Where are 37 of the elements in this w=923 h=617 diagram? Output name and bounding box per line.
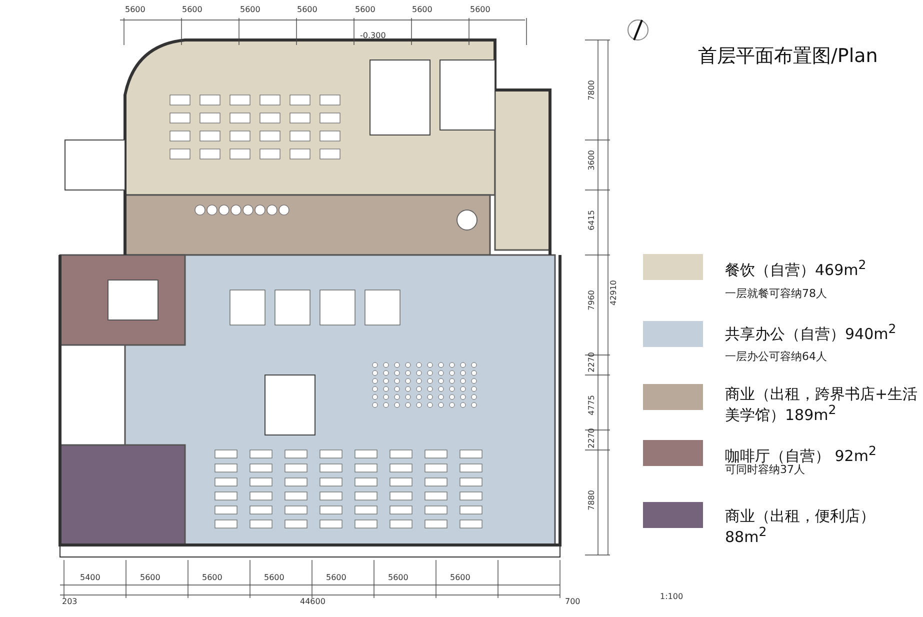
dimension-value: 7880: [588, 490, 597, 510]
dimension-value: 2270: [588, 352, 597, 372]
capacity-note: 一层办公可容纳64人: [725, 351, 827, 364]
dimension-value: 5600: [388, 574, 408, 583]
dimension-value: 203: [62, 598, 78, 607]
legend-label: 咖啡厅（自营） 92m$^{2}$: [725, 444, 878, 464]
dimension-value: 42910: [610, 280, 619, 306]
dimension-value: 5600: [182, 6, 202, 15]
dimension-value: 1:100: [660, 593, 684, 602]
dimension-value: -0.300: [360, 32, 386, 41]
legend-label: 商业（出租，跨界书店+生活美学馆）189m$^{2}$: [725, 386, 919, 423]
dimension-value: 2270: [588, 428, 597, 448]
dimension-value: 5400: [80, 574, 100, 583]
dimension-value: 3600: [588, 150, 597, 170]
dimension-value: 7960: [588, 290, 597, 310]
dimension-value: 5600: [470, 6, 490, 15]
dimension-value: 5600: [297, 6, 318, 15]
dimension-value: 44600: [300, 598, 326, 607]
capacity-note: 可同时容纳37人: [725, 464, 805, 476]
dimension-value: 5600: [202, 574, 222, 583]
legend-label: 商业（出租，便利店） 88m$^{2}$: [725, 508, 876, 545]
dimension-value: 5600: [326, 574, 346, 583]
dimension-value: 4775: [588, 395, 597, 416]
dimension-value: 5600: [412, 6, 432, 15]
title: 首层平面布置图/Plan: [698, 46, 878, 67]
dimension-value: 700: [565, 598, 580, 607]
legend-label: 餐饮（自营）469m$^{2}$: [725, 258, 868, 278]
dimension-value: 6415: [588, 210, 597, 230]
dimension-value: 7800: [588, 80, 597, 100]
dimension-value: 5600: [125, 6, 146, 15]
dimension-value: 5600: [264, 574, 284, 583]
capacity-note: 一层就餐可容纳78人: [725, 288, 827, 300]
legend-label: 共享办公（自营）940m$^{2}$: [725, 322, 898, 342]
dimension-value: 5600: [355, 6, 376, 15]
dimension-value: 5600: [450, 574, 470, 583]
dimension-value: 5600: [140, 574, 160, 583]
dimension-value: 5600: [240, 6, 260, 15]
